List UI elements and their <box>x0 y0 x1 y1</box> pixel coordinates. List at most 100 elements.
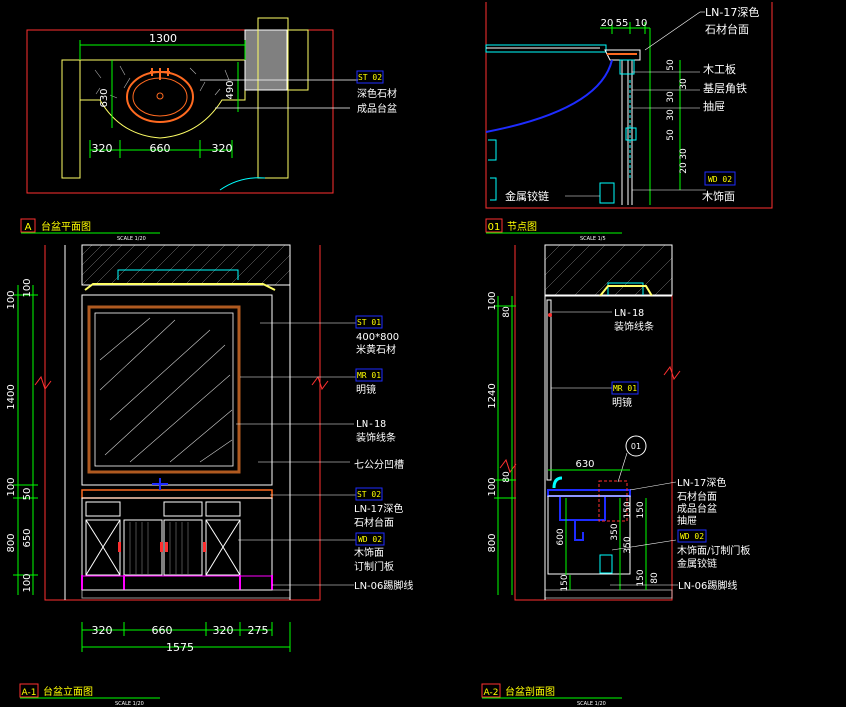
sec-callout-ln18: LN-18 装饰线条 <box>614 308 654 333</box>
sec-dim-l3: 100 <box>487 477 498 496</box>
node-label-veneer: 木饰面 <box>702 189 735 203</box>
section-frame <box>514 245 673 601</box>
elev-ceiling-trim <box>117 269 239 280</box>
elev-dim-l3: 100 <box>6 477 17 496</box>
elev-wd02-line1: 木饰面 <box>354 546 384 559</box>
sec-counter-line3: 成品台盆 <box>677 502 717 515</box>
mirror-frame <box>87 305 241 474</box>
node-label-ln17: LN-17深色 <box>705 5 759 19</box>
node-title: 节点图 <box>507 221 537 233</box>
elev-callout-ln06: LN-06踢脚线 <box>354 579 413 592</box>
node-dim-r4: 30 <box>666 109 676 121</box>
elev-ln06-line1: LN-06踢脚线 <box>354 579 413 592</box>
elev-tag-wd02: WD 02 <box>358 535 382 544</box>
section-scale: SCALE 1/20 <box>577 701 606 707</box>
plan-tag-text2: 成品台盆 <box>357 102 397 115</box>
node-tag: WD 02 <box>708 175 732 184</box>
elev-ceiling-hatch <box>81 244 291 286</box>
node-scale: SCALE 1/5 <box>580 236 606 242</box>
faucet-icon <box>150 68 170 80</box>
sec-dim-600: 600 <box>556 528 566 545</box>
sec-wd02-line2: 金属铰链 <box>677 557 717 570</box>
section-title-block: A-2 台盆剖面图 SCALE 1/20 <box>481 683 622 707</box>
sec-dim-l2: 1240 <box>487 383 498 408</box>
section-break-left <box>499 458 517 474</box>
elevation-view: 100 1400 100 800 100 50 650 100 320 660 … <box>6 244 413 707</box>
node-dim-top <box>600 22 681 205</box>
plan-wall-right-thin <box>287 29 309 91</box>
sec-dim-in2: 350 <box>610 523 620 540</box>
sec-dim-in4: 350 <box>623 536 633 553</box>
section-trap <box>574 520 584 541</box>
elev-st02-line1: LN-17深色 <box>354 502 403 515</box>
elev-st01-line1: 400*800 <box>356 332 399 343</box>
plan-scale: SCALE 1/20 <box>117 236 146 242</box>
elev-wd02-line2: 订制门板 <box>354 560 394 573</box>
elev-dim-l1: 100 <box>6 290 17 309</box>
sec-ln06-line1: LN-06踢脚线 <box>678 579 737 592</box>
elev-dim-i4: 100 <box>22 573 33 592</box>
plan-dim-top: 1300 <box>149 32 177 45</box>
elev-break-left <box>34 375 52 391</box>
section-view: 01 100 1240 100 800 80 80 630 600 150 35… <box>481 244 750 707</box>
elev-dim-total: 1575 <box>166 641 194 654</box>
section-faucet <box>552 476 563 489</box>
section-leaders <box>551 311 678 586</box>
plan-dim-630: 630 <box>99 88 110 107</box>
sec-counter-line2: 石材台面 <box>677 490 717 503</box>
elev-mr01-line1: 明镜 <box>356 383 376 396</box>
node-tag-box <box>704 171 736 186</box>
section-detail-box <box>598 480 628 522</box>
elev-callout-st01: ST 01 400*800 米黄石材 <box>355 315 399 356</box>
elev-callout-ln18: LN-18 装饰线条 <box>356 419 396 444</box>
sec-dim-in3: 150 <box>623 501 633 518</box>
door-swing-arc <box>219 177 266 191</box>
elev-counter <box>81 489 273 499</box>
plan-tag: ST 02 <box>358 73 382 82</box>
elev-ln18-line2: 装饰线条 <box>356 431 396 444</box>
section-title: 台盆剖面图 <box>505 685 555 698</box>
node-label-drawer: 抽屉 <box>703 99 725 113</box>
plan-dim-bottom-3: 320 <box>212 142 233 155</box>
sec-dim-l1: 100 <box>487 291 498 310</box>
sec-counter-line1: LN-17深色 <box>677 476 726 489</box>
mirror-reflection <box>99 317 233 463</box>
plan-title-block: A 台盆平面图 SCALE 1/20 <box>20 218 160 242</box>
sec-ln18-line2: 装饰线条 <box>614 320 654 333</box>
node-dim-55: 55 <box>616 18 629 29</box>
elev-plinth <box>81 575 273 590</box>
node-leaders <box>565 11 706 197</box>
sec-dim-in5: 150 <box>636 501 646 518</box>
sec-wd02-line1: 木饰面/订制门板 <box>677 544 750 557</box>
plan-title: 台盆平面图 <box>41 220 91 233</box>
node-detail-view: 20 55 10 50 30 30 30 50 30 20 LN-17深色 石材… <box>485 2 773 242</box>
sec-dim-in1: 150 <box>560 574 570 591</box>
section-detail-circle <box>625 435 647 457</box>
elev-callout-groove: 七公分凹槽 <box>354 458 404 471</box>
node-title-block: 01 节点图 SCALE 1/5 <box>485 218 622 242</box>
plan-wall-left <box>61 59 81 179</box>
sec-counter-line4: 抽屉 <box>677 514 697 527</box>
sec-tag-mr01: MR 01 <box>613 384 637 393</box>
elev-st01-line2: 米黄石材 <box>356 343 396 356</box>
elev-tag-st01: ST 01 <box>357 318 381 327</box>
plan-dim-bottom-2: 660 <box>150 142 171 155</box>
sec-callout-counter: LN-17深色 石材台面 成品台盆 抽屉 <box>677 476 726 527</box>
node-dim-r3: 30 <box>666 91 676 103</box>
sec-callout-mr01: MR 01 明镜 <box>611 381 639 409</box>
node-dim-20: 20 <box>601 18 614 29</box>
node-title-letter: 01 <box>488 222 501 233</box>
elev-ln18-line1: LN-18 <box>356 419 386 430</box>
sec-dim-80: 80 <box>650 572 660 584</box>
sec-mr01-line1: 明镜 <box>612 396 632 409</box>
node-dim-r7: 20 <box>679 162 689 174</box>
plan-title-letter: A <box>25 222 32 233</box>
sec-tag-wd02: WD 02 <box>680 532 704 541</box>
node-frame <box>485 2 773 209</box>
node-stone-top <box>604 49 641 61</box>
sec-ln18-line1: LN-18 <box>614 308 644 319</box>
elev-dim-b4: 275 <box>248 624 269 637</box>
elev-dim-b3: 320 <box>213 624 234 637</box>
section-ceiling-hatch <box>544 244 673 296</box>
plan-dim-490: 490 <box>225 80 236 99</box>
